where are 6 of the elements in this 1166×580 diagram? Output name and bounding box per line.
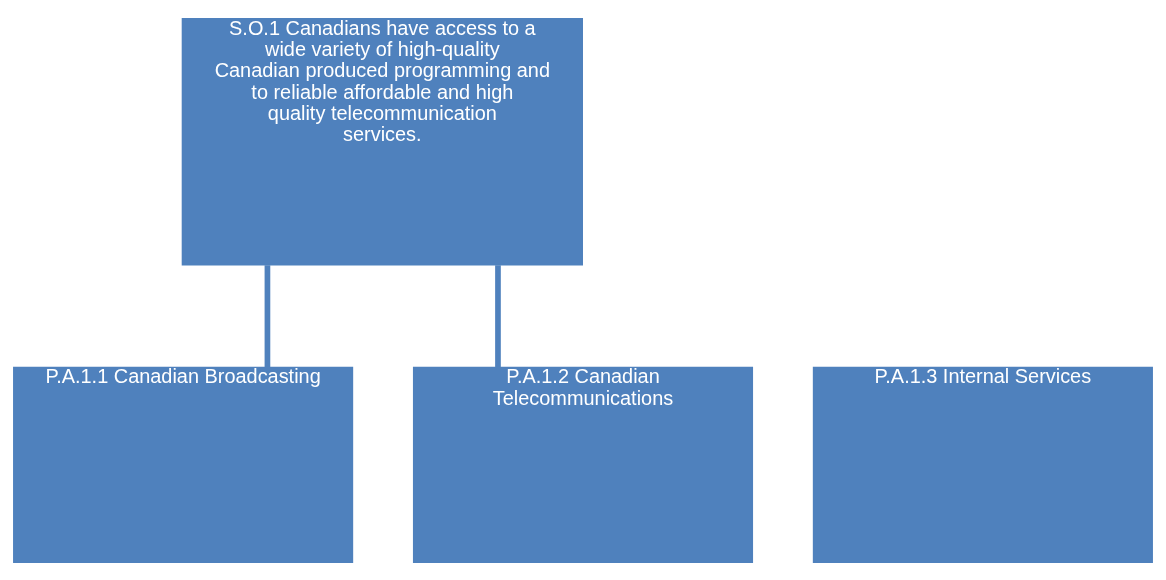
node-box: P.A.1.1 Canadian Broadcasting [13, 366, 354, 563]
connector [495, 264, 501, 367]
connector [264, 264, 271, 367]
node-box: P.A.1.3 Internal Services [812, 366, 1153, 563]
node-box: P.A.1.2 Canadian Telecommunications [412, 366, 754, 563]
node-box: S.O.1 Canadians have access to a wide variety of high-quality Canadian produced programming and to reliable affordable and high quality telecommunication services. [181, 17, 583, 266]
